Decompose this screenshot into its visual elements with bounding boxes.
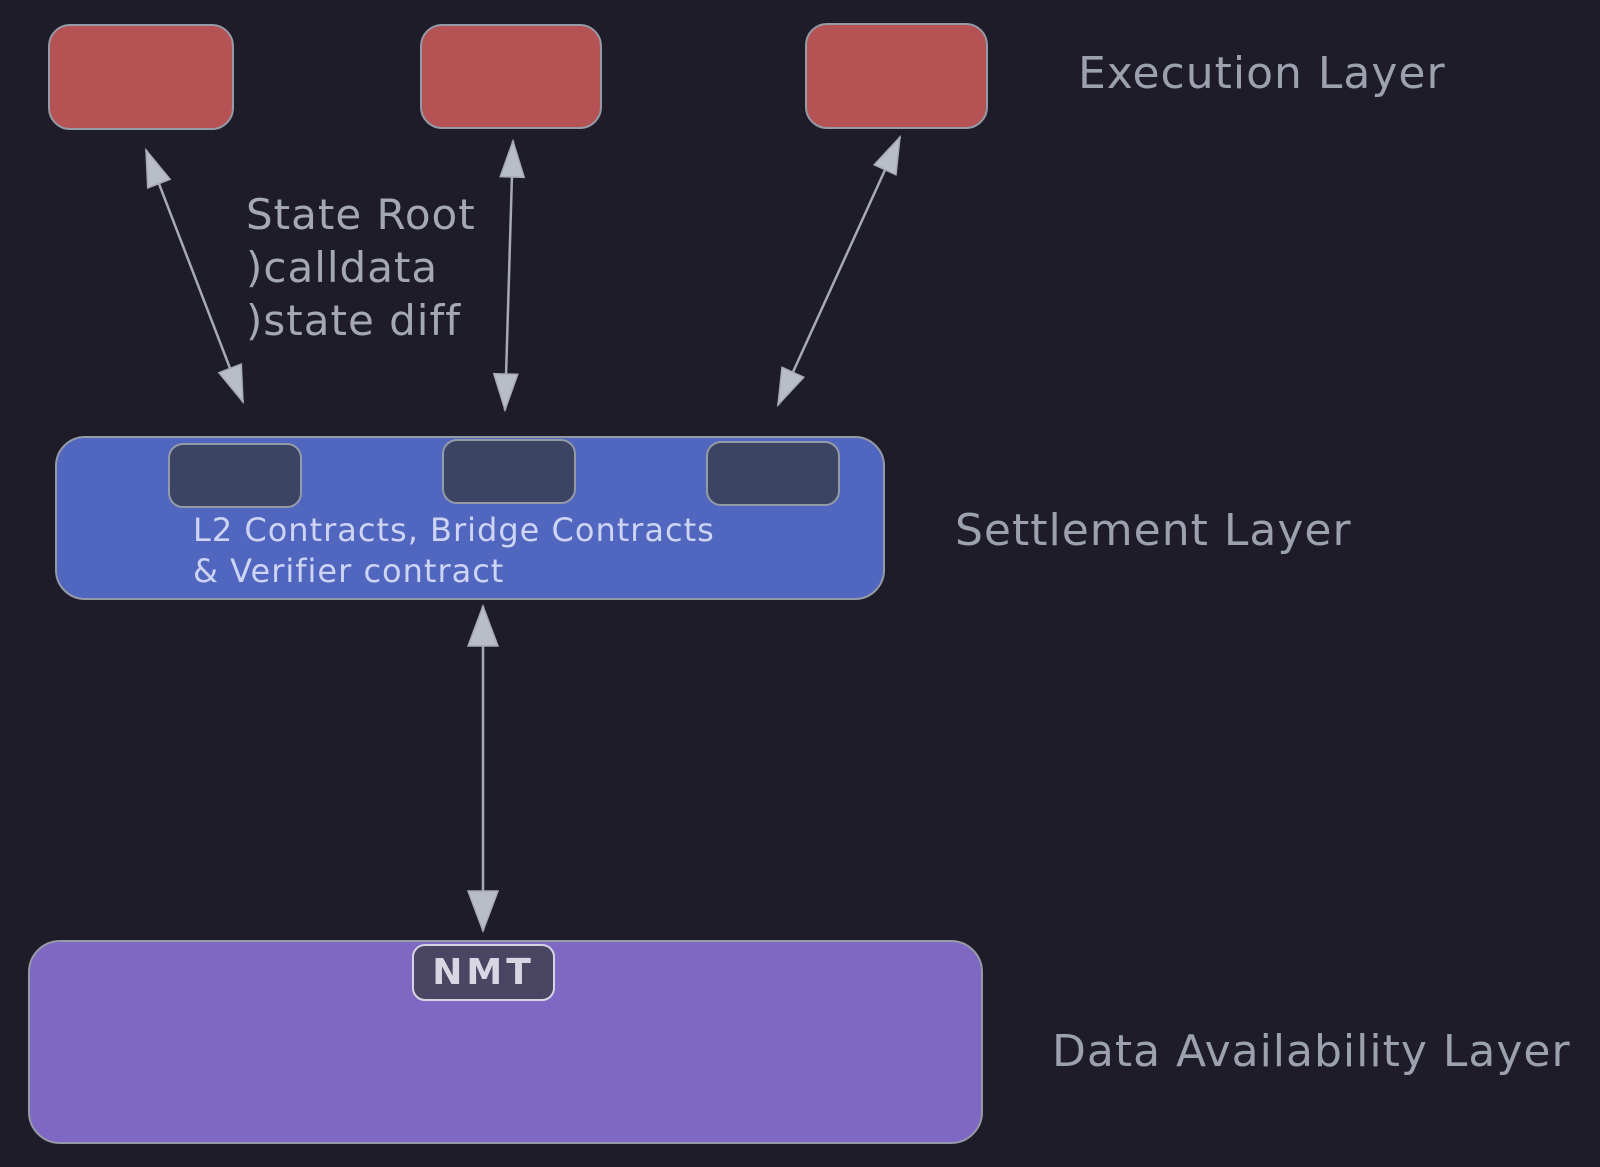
contract-slot-1 (168, 443, 302, 508)
execution-layer-label: Execution Layer (1078, 48, 1446, 99)
nmt-badge: NMT (412, 944, 555, 1001)
execution-node-3 (805, 23, 988, 129)
contract-slot-2 (442, 439, 576, 504)
data-availability-layer-label: Data Availability Layer (1052, 1026, 1571, 1077)
execution-node-2 (420, 24, 602, 129)
state-root-annotation: State Root )calldata )state diff (246, 190, 476, 345)
settlement-layer-label: Settlement Layer (955, 505, 1352, 556)
arrow-execution3-settlement (776, 134, 902, 408)
data-availability-box: NMT (28, 940, 983, 1144)
arrow-settlement-da (466, 603, 500, 934)
arrow-execution2-settlement (492, 138, 526, 413)
execution-node-1 (48, 24, 234, 130)
contract-slot-3 (706, 441, 840, 506)
settlement-box-text: L2 Contracts, Bridge Contracts & Verifie… (193, 511, 715, 590)
settlement-box: L2 Contracts, Bridge Contracts & Verifie… (55, 436, 885, 600)
arrow-execution1-settlement (144, 147, 245, 405)
